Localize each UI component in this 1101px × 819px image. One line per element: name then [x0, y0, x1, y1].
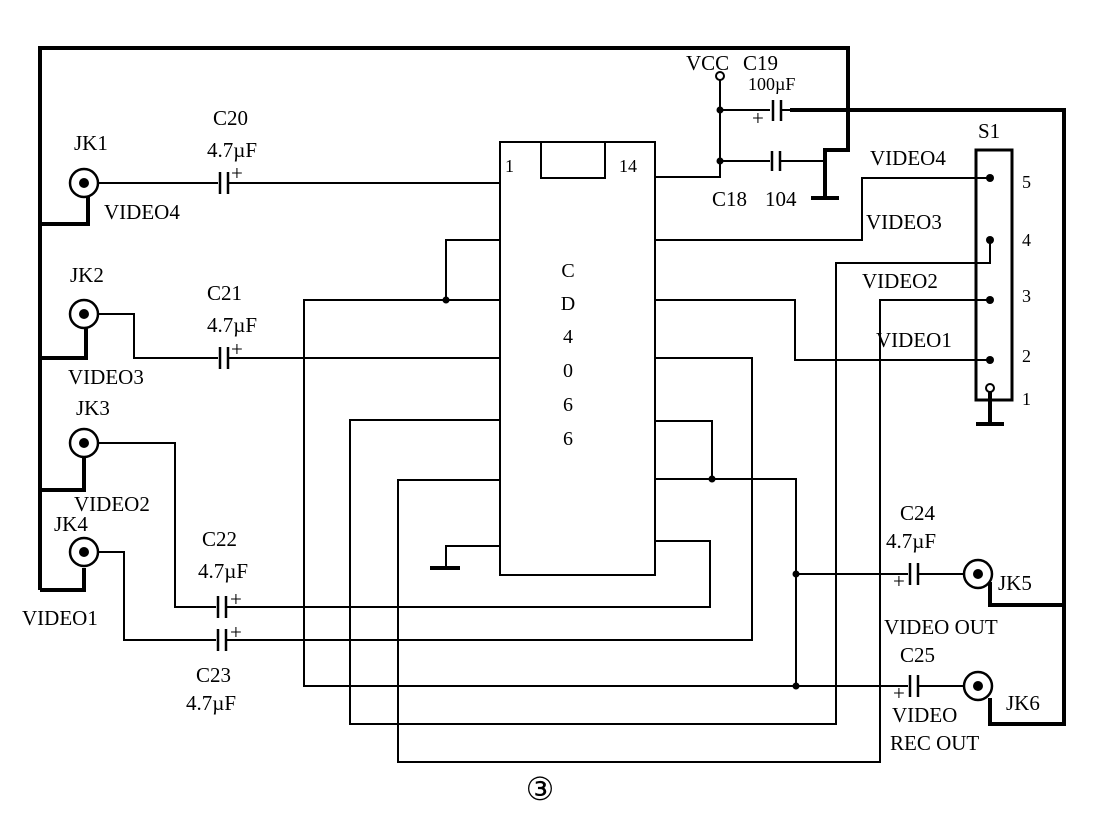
- c23-name: C23: [196, 663, 231, 687]
- jk3-signal: VIDEO2: [74, 492, 150, 516]
- jk1-shield: [40, 196, 90, 226]
- c20-polarity: +: [231, 161, 243, 185]
- jk4-shield: [40, 568, 86, 592]
- c23-right-wire: [226, 357, 753, 641]
- ic-pin-14-label: 14: [619, 156, 637, 176]
- ic-name-char-6: 6: [563, 428, 573, 450]
- ic-name-char-5: 6: [563, 394, 573, 416]
- c25-name: C25: [900, 643, 935, 667]
- jk6-to-switch-bus: [988, 605, 1066, 726]
- s1-name: S1: [978, 119, 1000, 143]
- junction-796-574: [792, 570, 800, 578]
- ic-output-loop-outer: [303, 299, 880, 687]
- s1-contact-2: [986, 356, 994, 364]
- c19-polarity: +: [752, 106, 764, 130]
- jk4-name: JK4: [54, 512, 88, 536]
- s1-contact-5: [986, 174, 994, 182]
- s1-label-video1: VIDEO1: [876, 328, 952, 352]
- s1-contact-3: [986, 296, 994, 304]
- jk5-name: JK5: [998, 571, 1032, 595]
- ic-name-char-3: 4: [563, 326, 573, 348]
- c21-left-wire: [98, 313, 218, 359]
- s1-position-1: 1: [1022, 389, 1031, 409]
- c21-value: 4.7µF: [207, 313, 257, 337]
- jk3-jack-center: [79, 438, 89, 448]
- jk2-shield: [40, 326, 88, 360]
- ic-out-to-video-out: [712, 478, 880, 575]
- c23-left-wire: [98, 551, 216, 641]
- junction-712: [708, 475, 716, 483]
- s1-contact-1: [985, 383, 995, 393]
- s1-switch-bracket: [974, 148, 1014, 402]
- c22-name: C22: [202, 527, 237, 551]
- c19-value: 100µF: [748, 74, 795, 94]
- c24-value: 4.7µF: [886, 529, 936, 553]
- s1-position-5: 5: [1022, 172, 1031, 192]
- ic-name-char-4: 0: [563, 360, 573, 382]
- s1-position-3: 3: [1022, 286, 1031, 306]
- c22-right-wire: [226, 540, 711, 608]
- jk6-signal-line1: VIDEO: [892, 703, 957, 727]
- ic-name-char-2: D: [561, 293, 575, 315]
- s1-label-video2: VIDEO2: [862, 269, 938, 293]
- s1-position-4: 4: [1022, 230, 1031, 250]
- c24-name: C24: [900, 501, 936, 525]
- c22-polarity: +: [230, 587, 242, 611]
- ic-pin-1-label: 1: [505, 156, 514, 176]
- jk2-name: JK2: [70, 263, 104, 287]
- jk5-signal: VIDEO OUT: [884, 615, 998, 639]
- s1-contact-4: [986, 236, 994, 244]
- junction-vcc-c19: [716, 106, 724, 114]
- c18-name: C18: [712, 187, 747, 211]
- c21-polarity: +: [231, 337, 243, 361]
- s1-label-video4: VIDEO4: [870, 146, 946, 170]
- jk3-name: JK3: [76, 396, 110, 420]
- jk1-name: JK1: [74, 131, 108, 155]
- c23-polarity: +: [230, 620, 242, 644]
- ic-ground-wire: [445, 545, 500, 568]
- ic-to-s1-video4: [655, 177, 990, 241]
- jk1-signal: VIDEO4: [104, 200, 180, 224]
- jk6-jack-center: [973, 681, 983, 691]
- jk6-signal-line2: REC OUT: [890, 731, 979, 755]
- ic-to-s1-video1: [655, 299, 990, 361]
- jk1-jack-center: [79, 178, 89, 188]
- c23-value: 4.7µF: [186, 691, 236, 715]
- jk6-name: JK6: [1006, 691, 1040, 715]
- outer-ground-bus: [38, 46, 850, 590]
- ic-notch: [540, 141, 606, 179]
- c20-name: C20: [213, 106, 248, 130]
- ic-name-char-1: C: [561, 260, 574, 282]
- jk2-signal: VIDEO3: [68, 365, 144, 389]
- c22-left-wire: [98, 442, 216, 608]
- junction-796-686: [792, 682, 800, 690]
- c22-value: 4.7µF: [198, 559, 248, 583]
- jk5-jack-center: [973, 569, 983, 579]
- c19-name: C19: [743, 51, 778, 75]
- junction-vcc-c18: [716, 157, 724, 165]
- jk3-shield: [40, 458, 86, 492]
- junction-446: [442, 296, 450, 304]
- ic-control-loop-a: [445, 239, 500, 301]
- vcc-label: VCC: [686, 51, 729, 75]
- jk4-jack-center: [79, 547, 89, 557]
- c18-value: 104: [765, 187, 797, 211]
- ic-loop-350: [349, 240, 991, 725]
- c21-name: C21: [207, 281, 242, 305]
- c24-polarity: +: [893, 569, 905, 593]
- vcc-rail: [655, 80, 721, 178]
- s1-position-2: 2: [1022, 346, 1031, 366]
- figure-number: ③: [526, 770, 555, 808]
- c20-value: 4.7µF: [207, 138, 257, 162]
- cd4066-ic-body: [499, 141, 656, 576]
- jk4-signal: VIDEO1: [22, 606, 98, 630]
- ic-loop-398: [397, 299, 990, 763]
- ic-out-node-wire: [655, 420, 713, 480]
- jk2-jack-center: [79, 309, 89, 319]
- s1-label-video3: VIDEO3: [866, 210, 942, 234]
- c25-polarity: +: [893, 681, 905, 705]
